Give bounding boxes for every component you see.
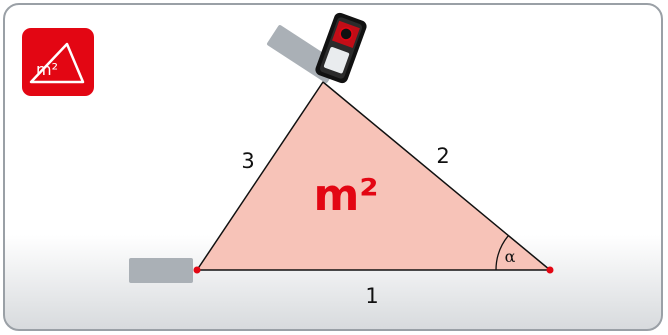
side-label-2: 2 xyxy=(436,144,449,168)
angle-arc xyxy=(495,235,509,271)
vertex-dot-left xyxy=(193,266,201,274)
triangle-outline-icon xyxy=(29,42,85,84)
area-app-icon: m² xyxy=(22,28,94,96)
reference-block-left xyxy=(129,258,193,283)
side-label-1: 1 xyxy=(365,284,378,308)
laser-meter-device-icon xyxy=(315,12,367,84)
vertex-dot-right xyxy=(546,266,554,274)
app-icon-label: m² xyxy=(36,60,58,79)
side-label-3: 3 xyxy=(241,149,254,173)
area-label: m² xyxy=(313,170,378,221)
angle-label-alpha: α xyxy=(505,247,516,266)
triangle-shape xyxy=(196,81,551,271)
